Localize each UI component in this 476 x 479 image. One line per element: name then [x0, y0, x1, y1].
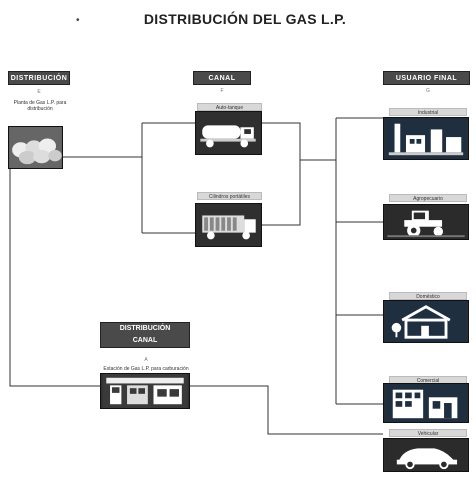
header-distribucion-canal-line1: Distribución	[119, 325, 171, 332]
caption-plant: Planta de Gas L.P. para distribución	[13, 100, 67, 112]
tag-cylinder-truck: Cilindros portátiles	[197, 192, 262, 200]
bullet-icon: •	[76, 15, 80, 26]
tag-agropecuario: Agropecuario	[389, 194, 467, 202]
caption-station: Estación de Gas L.P. para carburación	[103, 366, 189, 372]
tanker-truck-icon	[195, 111, 262, 155]
gas-storage-spheres-icon	[8, 126, 63, 169]
header-distribucion-canal-line2: Canal	[132, 337, 158, 344]
tag-vehicular-label: Vehicular	[389, 429, 467, 437]
letter-canal-distribucion: A	[144, 357, 148, 363]
tag-industrial: Industrial	[389, 108, 467, 116]
gas-station-icon	[100, 373, 190, 409]
industrial-plant-icon	[383, 117, 469, 160]
header-canal: Canal	[193, 71, 251, 85]
header-distribucion-canal: Distribución Canal	[100, 322, 190, 348]
tractor-icon	[383, 204, 469, 240]
letter-distribucion: E	[37, 89, 41, 95]
car-icon	[383, 438, 469, 472]
tag-tanker: Auto-tanque	[197, 103, 262, 111]
cylinder-truck-icon	[195, 203, 262, 247]
house-icon	[383, 300, 469, 343]
tag-domestico: Doméstico	[389, 292, 467, 300]
letter-canal: F	[220, 88, 224, 94]
header-distribucion: Distribución	[8, 71, 70, 85]
letter-usuario-final: G	[426, 88, 430, 94]
page-title: DISTRIBUCIÓN DEL GAS L.P.	[143, 11, 347, 27]
store-icon	[383, 383, 469, 423]
header-usuario-final: Usuario Final	[383, 71, 470, 85]
